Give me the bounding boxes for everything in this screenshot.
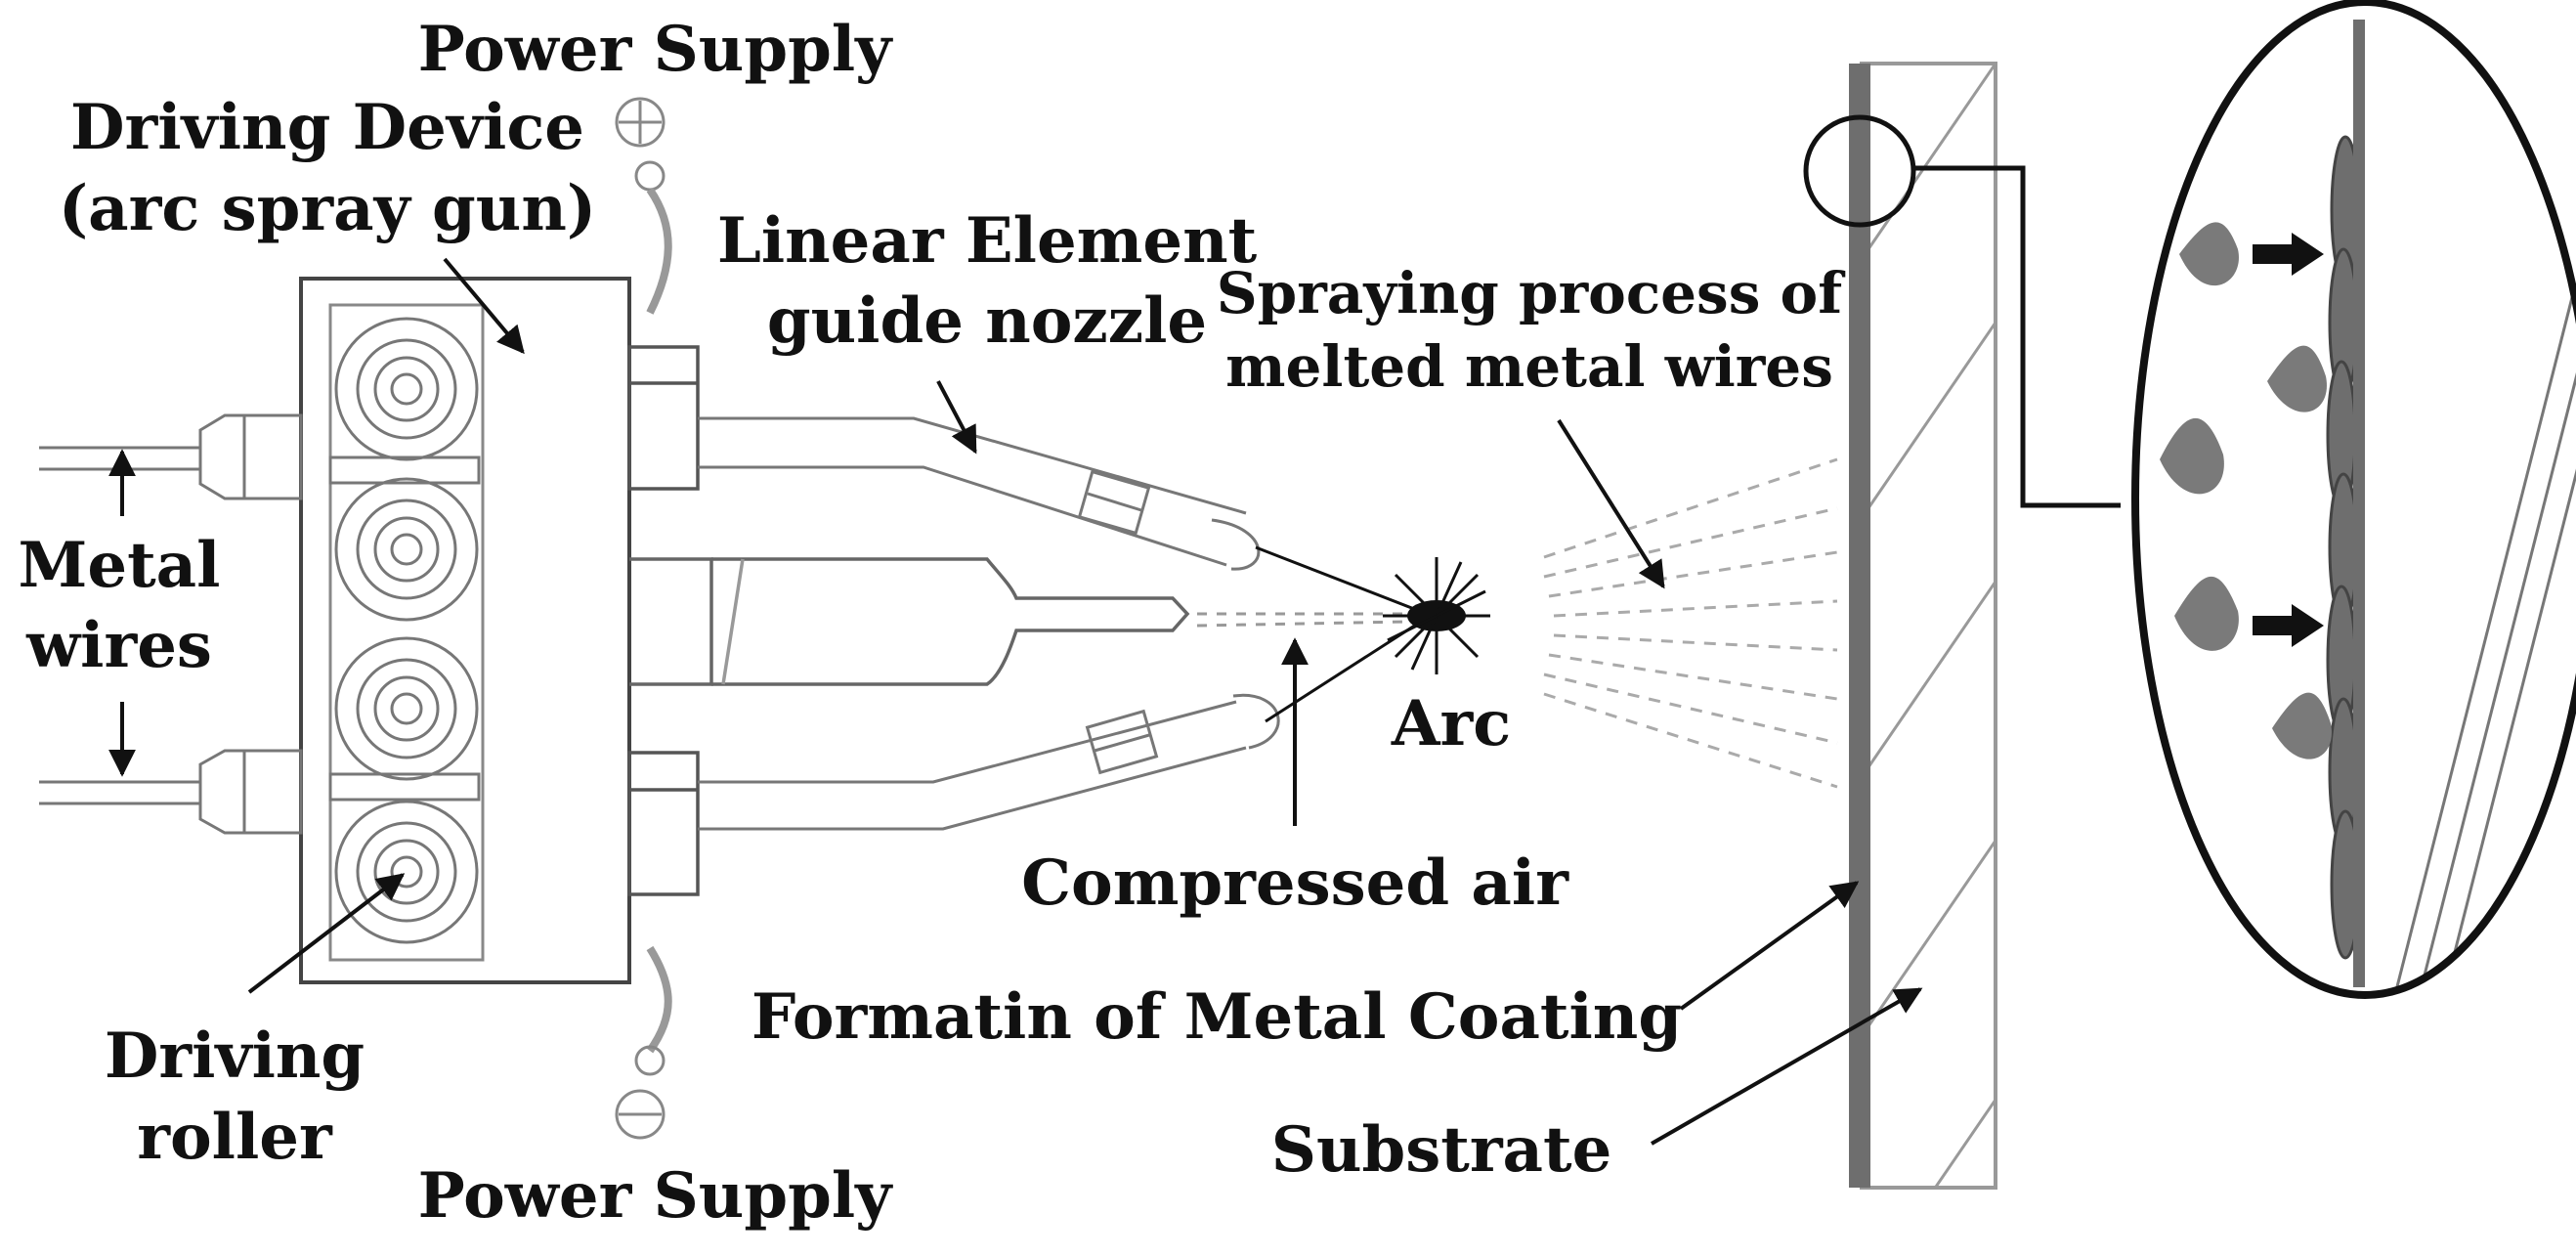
label-arc: Arc xyxy=(1391,687,1511,760)
power-terminal-bottom xyxy=(615,945,672,1140)
roller-3 xyxy=(334,636,479,781)
label-power-supply-bottom: Power Supply xyxy=(418,1159,893,1233)
label-compressed-air: Compressed air xyxy=(1021,846,1569,920)
air-nozzle xyxy=(629,557,1190,686)
label-linear-element-1: Linear Element xyxy=(717,204,1258,278)
coating-splats xyxy=(2326,135,2361,960)
roller-4 xyxy=(334,800,479,944)
wire-guides xyxy=(328,455,481,802)
droplets xyxy=(2160,222,2332,759)
label-roller: roller xyxy=(137,1101,333,1174)
magnifier-marker xyxy=(1803,114,2121,508)
arrow-driving-roller xyxy=(247,873,406,994)
label-driving-device-2: (arc spray gun) xyxy=(59,172,596,245)
substrate-plate xyxy=(1849,62,1997,1190)
power-terminal-top xyxy=(615,97,672,315)
annotation-arrows xyxy=(108,257,1923,1146)
label-formation: Formatin of Metal Coating xyxy=(751,980,1682,1054)
labels: Power Supply Driving Device (arc spray g… xyxy=(19,13,1847,1233)
label-linear-element-2: guide nozzle xyxy=(767,284,1207,358)
metal-wire-inputs xyxy=(39,413,303,835)
label-spraying-2: melted metal wires xyxy=(1225,333,1833,400)
roller-1 xyxy=(334,317,479,461)
driving-rollers xyxy=(334,317,479,944)
label-spraying-1: Spraying process of xyxy=(1217,260,1846,326)
spray-gun-body xyxy=(299,277,631,984)
arc-burst-icon xyxy=(1383,557,1490,674)
nozzle-housings xyxy=(627,345,700,896)
label-wires: wires xyxy=(25,609,212,682)
arrow-guide-nozzle xyxy=(936,380,977,455)
spray-cone xyxy=(1543,457,1838,789)
label-driving: Driving xyxy=(105,1019,365,1093)
arrow-spray-process xyxy=(1557,418,1665,589)
zoomed-coating-view xyxy=(2131,0,2576,999)
arrow-substrate xyxy=(1651,987,1923,1146)
label-substrate: Substrate xyxy=(1271,1113,1612,1187)
impact-arrows xyxy=(2253,233,2324,647)
air-stream xyxy=(1196,612,1408,628)
roller-2 xyxy=(334,477,479,622)
lower-guide-nozzle xyxy=(698,693,1280,831)
upper-guide-nozzle xyxy=(698,416,1261,571)
arrow-driving-device xyxy=(443,257,525,355)
label-power-supply-top: Power Supply xyxy=(418,13,893,86)
label-driving-device-1: Driving Device xyxy=(70,91,584,164)
label-metal: Metal xyxy=(19,529,221,602)
arrow-metal-coating xyxy=(1679,881,1860,1011)
